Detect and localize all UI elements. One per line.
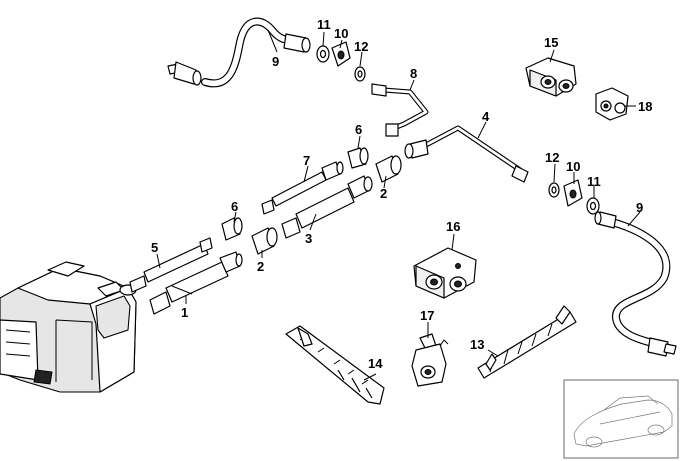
brake-pipe-3[interactable]: [281, 175, 373, 239]
callout-2-lower: 2: [257, 259, 264, 274]
union-6-upper[interactable]: [347, 147, 369, 169]
brake-pipe-5[interactable]: [129, 237, 213, 293]
brake-pipe-7[interactable]: [261, 161, 344, 215]
brake-hose-9-right[interactable]: [594, 211, 677, 357]
callout-12-right: 12: [545, 150, 559, 165]
leader-lines: [156, 29, 641, 381]
union-2-lower[interactable]: [251, 227, 278, 255]
callout-17: 17: [420, 308, 434, 323]
callout-10-right: 10: [566, 159, 580, 174]
brake-pipe-4[interactable]: [404, 125, 529, 183]
callout-6-lower: 6: [231, 199, 238, 214]
callout-10-top: 10: [334, 26, 348, 41]
callout-2-upper: 2: [380, 186, 387, 201]
callout-9-top: 9: [272, 54, 279, 69]
bracket-16[interactable]: [413, 247, 477, 299]
washer-11-top[interactable]: [316, 45, 330, 63]
callout-15: 15: [544, 35, 558, 50]
callout-16: 16: [446, 219, 460, 234]
callout-1: 1: [181, 305, 188, 320]
abs-hydraulic-unit[interactable]: [0, 261, 137, 393]
clip-10-top[interactable]: [331, 41, 351, 67]
callout-11-top: 11: [317, 17, 331, 32]
union-2-upper[interactable]: [375, 155, 402, 183]
brake-hose-9-top[interactable]: [167, 17, 311, 88]
callout-8: 8: [410, 66, 417, 81]
bracket-18[interactable]: [595, 87, 629, 121]
callout-18: 18: [638, 99, 652, 114]
bracket-15[interactable]: [525, 57, 577, 97]
callout-4: 4: [482, 109, 490, 124]
brake-pipe-1[interactable]: [149, 251, 243, 315]
callout-3: 3: [305, 231, 312, 246]
brake-pipe-8[interactable]: [371, 83, 429, 137]
callout-11-right: 11: [587, 174, 601, 189]
vehicle-thumbnail[interactable]: [563, 379, 679, 459]
callout-9-right: 9: [636, 200, 643, 215]
washer-12-top[interactable]: [354, 66, 366, 82]
clip-10-right[interactable]: [563, 179, 583, 207]
callout-7: 7: [303, 153, 310, 168]
callout-labels: 9 11 10 12 8 4 6 7 2 3 6 2 5 1 12 10 11 …: [151, 17, 652, 371]
union-6-lower[interactable]: [221, 217, 243, 241]
pipe-holder-13[interactable]: [477, 305, 577, 379]
pipe-holder-14[interactable]: [285, 325, 385, 405]
callout-12-top: 12: [354, 39, 368, 54]
callout-13: 13: [470, 337, 484, 352]
washer-12-right[interactable]: [548, 182, 560, 198]
washer-11-right[interactable]: [586, 197, 600, 215]
callout-6-upper: 6: [355, 122, 362, 137]
clip-17[interactable]: [411, 333, 449, 387]
callout-5: 5: [151, 240, 158, 255]
callout-14: 14: [368, 356, 383, 371]
